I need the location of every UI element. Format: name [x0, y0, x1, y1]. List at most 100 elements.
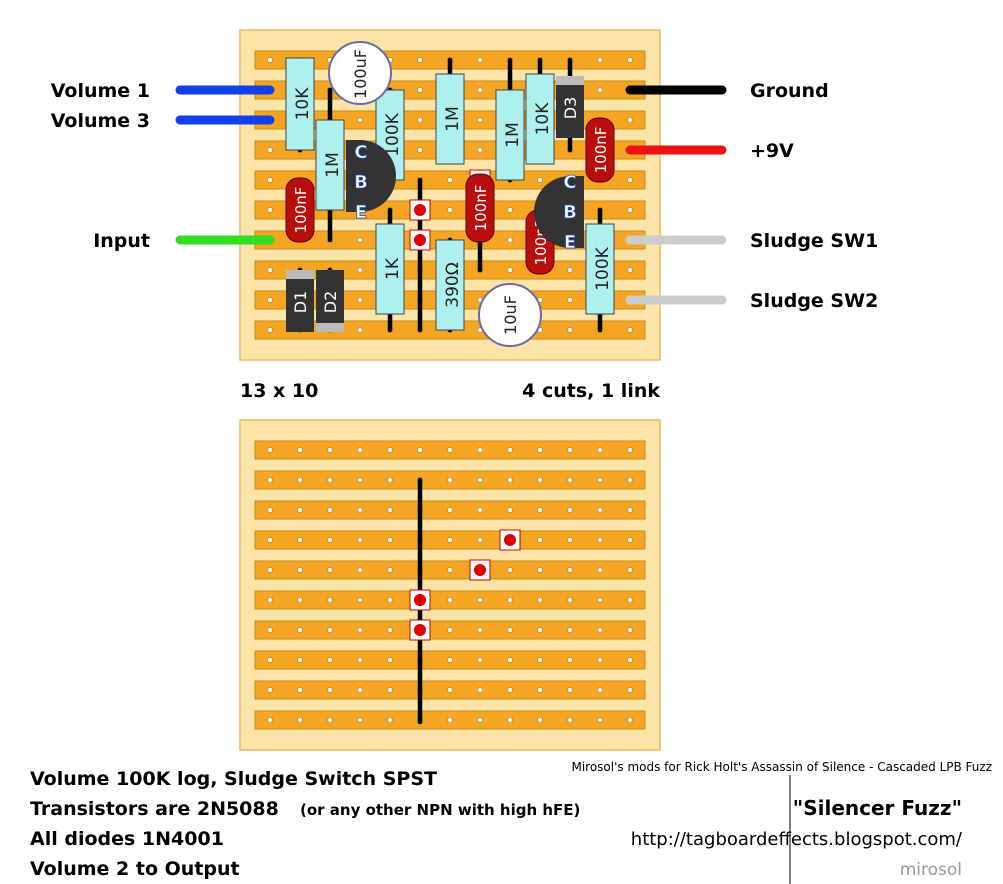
bottom-track-cuts: [409, 529, 521, 641]
strip-hole: [537, 567, 543, 573]
strip-hole: [477, 57, 483, 63]
svg-text:390Ω: 390Ω: [443, 262, 463, 307]
strip-hole: [477, 687, 483, 693]
strip-hole: [597, 87, 603, 93]
strip-hole: [567, 717, 573, 723]
strip-hole: [267, 147, 273, 153]
strip-hole: [267, 597, 273, 603]
strip-hole: [567, 687, 573, 693]
strip-hole: [507, 717, 513, 723]
strip-hole: [357, 627, 363, 633]
strip-hole: [537, 447, 543, 453]
strip-hole: [387, 447, 393, 453]
strip-hole: [627, 687, 633, 693]
strip-hole: [267, 507, 273, 513]
svg-text:B: B: [354, 172, 368, 193]
strip-hole: [627, 537, 633, 543]
strip-hole: [567, 507, 573, 513]
strip-hole: [387, 567, 393, 573]
strip-hole: [507, 477, 513, 483]
svg-text:100nF: 100nF: [292, 187, 310, 234]
strip-hole: [297, 687, 303, 693]
strip-hole: [417, 447, 423, 453]
svg-text:D2: D2: [321, 291, 340, 314]
label-volume-3: Volume 3: [51, 110, 150, 132]
strip-hole: [327, 627, 333, 633]
strip-hole: [477, 87, 483, 93]
strip-hole: [297, 537, 303, 543]
strip-hole: [507, 207, 513, 213]
svg-text:100K: 100K: [593, 246, 613, 290]
strip-hole: [267, 297, 273, 303]
strip-hole: [267, 627, 273, 633]
capacitor-100nf-a: 100nF: [285, 177, 315, 243]
strip-hole: [597, 657, 603, 663]
strip-hole: [597, 57, 603, 63]
note-transistors: Transistors are 2N5088: [30, 798, 279, 820]
strip-hole: [507, 597, 513, 603]
svg-text:1M: 1M: [503, 122, 523, 147]
strip-hole: [597, 507, 603, 513]
svg-text:100nF: 100nF: [472, 185, 490, 232]
resistor-10k-b: 10K: [525, 73, 555, 165]
strip-hole: [357, 657, 363, 663]
strip-hole: [627, 57, 633, 63]
capacitor-100nf-b: 100nF: [465, 173, 495, 243]
credit-text: Mirosol's mods for Rick Holt's Assassin …: [571, 760, 992, 774]
strip-hole: [477, 507, 483, 513]
project-title: "Silencer Fuzz": [792, 796, 962, 820]
label-volume-1: Volume 1: [51, 80, 150, 102]
strip-hole: [297, 657, 303, 663]
strip-hole: [537, 717, 543, 723]
strip-hole: [417, 117, 423, 123]
svg-text:C: C: [563, 172, 576, 193]
note-diodes: All diodes 1N4001: [30, 828, 224, 850]
strip-hole: [447, 717, 453, 723]
strip-hole: [597, 717, 603, 723]
label-9v: +9V: [750, 140, 794, 162]
strip-hole: [447, 567, 453, 573]
strip-hole: [357, 477, 363, 483]
strip-hole: [357, 267, 363, 273]
bottom-board: [239, 419, 661, 751]
strip-hole: [597, 627, 603, 633]
strip-hole: [537, 477, 543, 483]
strip-hole: [357, 597, 363, 603]
diode-d3: D3: [556, 76, 584, 138]
strip-hole: [627, 447, 633, 453]
strip-hole: [567, 657, 573, 663]
strip-hole: [387, 657, 393, 663]
strip-hole: [627, 477, 633, 483]
strip-hole: [297, 477, 303, 483]
strip-hole: [267, 267, 273, 273]
strip-hole: [537, 627, 543, 633]
transistor-q2: C B E: [534, 172, 584, 253]
strip-hole: [267, 207, 273, 213]
transistor-q1: C B E: [346, 140, 396, 223]
svg-text:1K: 1K: [383, 257, 403, 280]
resistor-1k: 1K: [375, 223, 405, 315]
strip-hole: [477, 447, 483, 453]
strip-hole: [357, 717, 363, 723]
strip-hole: [327, 537, 333, 543]
strip-hole: [627, 507, 633, 513]
svg-text:10K: 10K: [293, 87, 313, 121]
strip-hole: [477, 717, 483, 723]
note-transistor-alt: (or any other NPN with high hFE): [300, 801, 581, 819]
strip-hole: [267, 57, 273, 63]
resistor-10k-a: 10K: [285, 57, 315, 151]
svg-text:10K: 10K: [533, 102, 553, 136]
strip-hole: [297, 567, 303, 573]
svg-text:100K: 100K: [383, 112, 403, 156]
strip-hole: [567, 627, 573, 633]
strip-hole: [537, 687, 543, 693]
strip-hole: [477, 147, 483, 153]
strip-hole: [507, 567, 513, 573]
diode-d1: D1: [286, 270, 314, 332]
strip-hole: [327, 717, 333, 723]
capacitor-10uf: 10uF: [478, 283, 542, 347]
strip-hole: [567, 477, 573, 483]
blog-url[interactable]: http://tagboardeffects.blogspot.com/: [630, 829, 962, 850]
strip-hole: [327, 447, 333, 453]
